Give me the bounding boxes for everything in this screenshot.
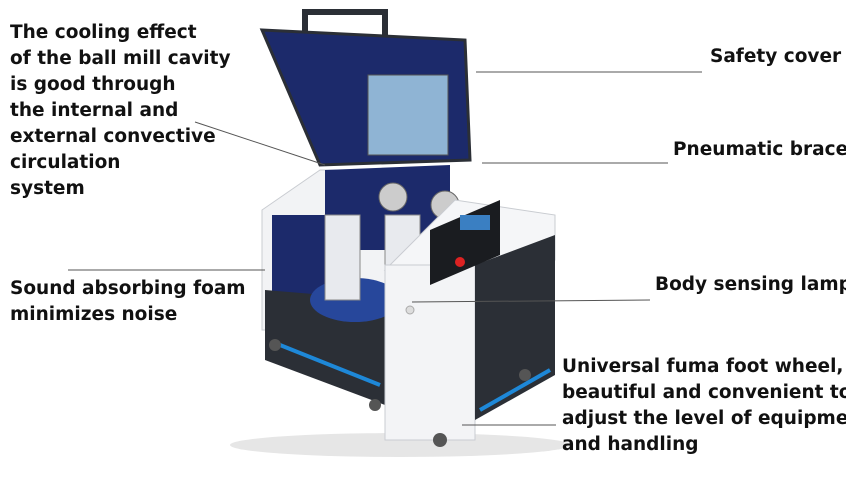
sound-foam-label: Sound absorbing foam minimizes noise <box>10 276 246 328</box>
label-line: and handling <box>562 434 699 455</box>
label-line: adjust the level of equipme <box>562 408 846 429</box>
body-sensing-lamp-label: Body sensing lamp <box>655 274 846 295</box>
label-line: system <box>10 178 85 199</box>
safety-cover-label: Safety cover <box>710 46 842 67</box>
label-line: beautiful and convenient to <box>562 382 846 403</box>
lid-window <box>367 74 449 156</box>
leader-line-body-lamp <box>411 299 651 303</box>
label-line: The cooling effect <box>10 22 197 43</box>
label-line: of the ball mill cavity <box>10 48 231 69</box>
foot-wheel-label: Universal fuma foot wheel, beautiful and… <box>562 354 846 458</box>
leader-line-cooling <box>194 121 326 166</box>
pneumatic-brace-label: Pneumatic brace <box>673 139 846 160</box>
label-line: is good through <box>10 74 176 95</box>
sound-foam-left <box>272 215 327 295</box>
label-line: Sound absorbing foam <box>10 278 246 299</box>
label-line: external convective <box>10 126 216 147</box>
label-line: circulation <box>10 152 121 173</box>
label-line: Universal fuma foot wheel, <box>562 356 844 377</box>
cooling-effect-label: The cooling effect of the ball mill cavi… <box>10 20 231 202</box>
label-line: the internal and <box>10 100 179 121</box>
lid-handle <box>302 9 388 35</box>
label-line: minimizes noise <box>10 304 178 325</box>
